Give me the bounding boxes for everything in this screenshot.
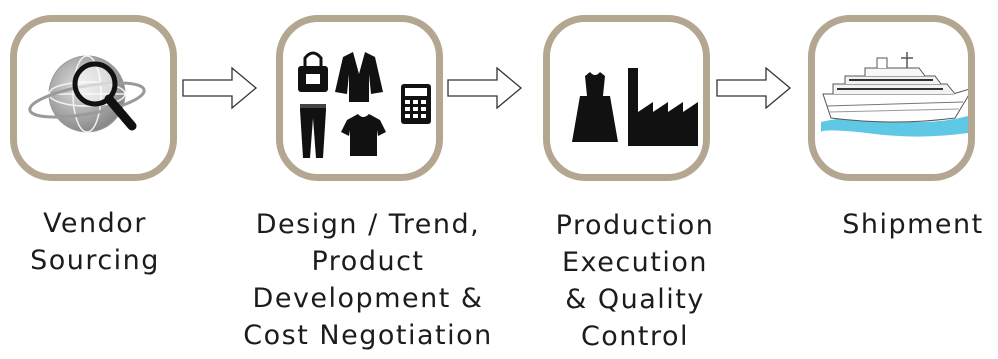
step-box-vendor-sourcing xyxy=(10,15,177,181)
arrow-right-icon xyxy=(716,66,792,110)
step-label-design-trend: Design / Trend, Product Development & Co… xyxy=(243,209,493,351)
globe-magnifier-icon xyxy=(17,22,170,174)
arrow-right-icon xyxy=(447,66,523,110)
apparel-calculator-icon xyxy=(283,22,436,174)
step-box-shipment xyxy=(808,15,975,181)
step-label-vendor-sourcing: Vendor Sourcing xyxy=(30,208,160,276)
step-label-production: Production Execution & Quality Control xyxy=(555,210,715,352)
step-box-production xyxy=(543,15,710,181)
cruise-ship-icon xyxy=(815,22,968,174)
arrow-right-icon xyxy=(182,66,258,110)
step-label-shipment: Shipment xyxy=(842,209,984,240)
step-box-design-trend xyxy=(276,15,443,181)
dress-factory-icon xyxy=(550,22,703,174)
